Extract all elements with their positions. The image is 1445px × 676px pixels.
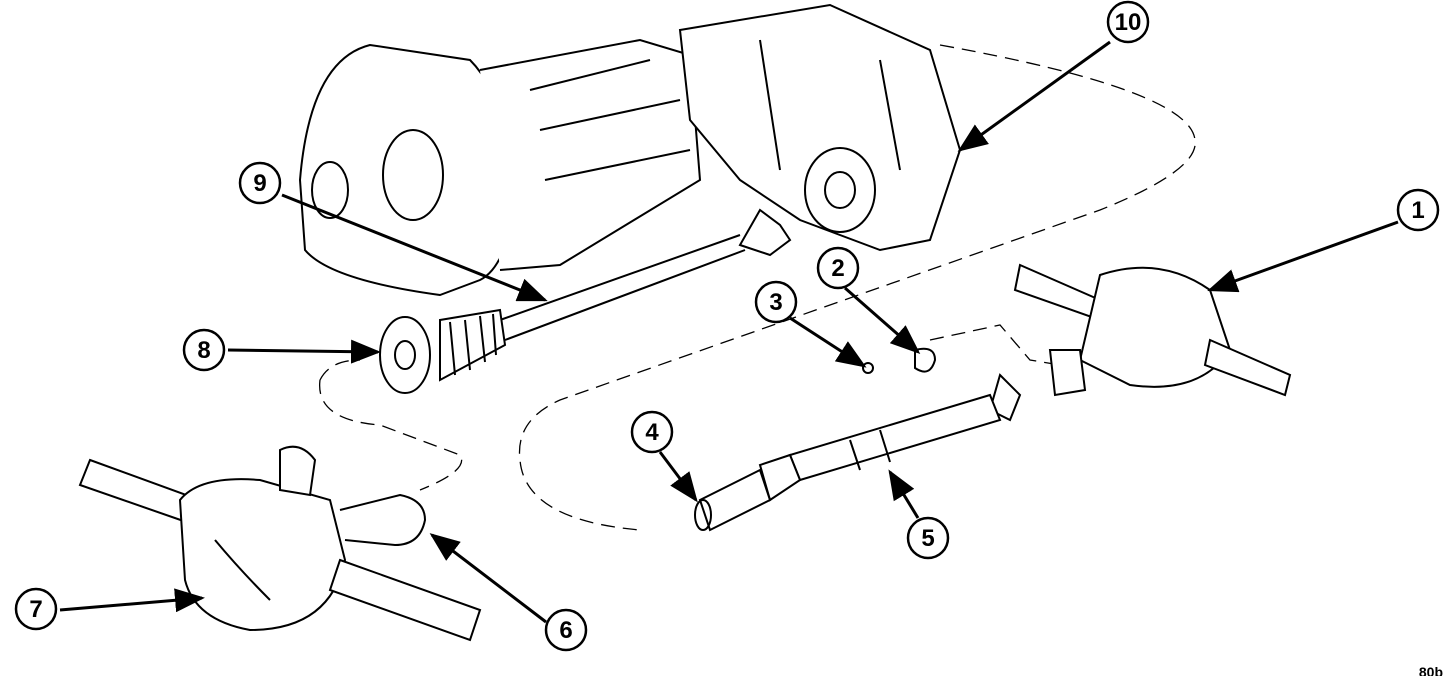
leader-arrow-8 <box>227 339 381 364</box>
front-axle <box>78 445 482 642</box>
leader-arrow-7 <box>59 588 205 613</box>
callout-2: 2 <box>816 246 860 290</box>
bolt-part <box>862 362 874 374</box>
callout-circle <box>14 587 58 631</box>
callout-6: 6 <box>544 608 588 652</box>
callout-4: 4 <box>630 410 674 454</box>
callout-circle <box>238 161 282 205</box>
callout-circle <box>754 280 798 324</box>
vehicle-outline-dashed-2 <box>319 359 463 491</box>
callout-label: 2 <box>831 255 844 282</box>
callout-label: 5 <box>921 525 934 552</box>
callout-8: 8 <box>182 328 226 372</box>
callout-1: 1 <box>1396 188 1440 232</box>
clamp-part <box>914 347 937 373</box>
leader-arrow-2 <box>844 286 921 354</box>
leader-arrow-9 <box>281 193 548 302</box>
callout-label: 10 <box>1115 9 1142 36</box>
callout-label: 8 <box>197 337 210 364</box>
callout-circle <box>1106 0 1150 44</box>
figure-code: 80b <box>1418 664 1443 676</box>
callout-label: 4 <box>645 419 659 446</box>
callout-circle <box>182 328 226 372</box>
leader-arrow-1 <box>1207 220 1399 293</box>
callout-10: 10 <box>1106 0 1150 44</box>
leader-arrow-5 <box>888 469 920 519</box>
callout-circle <box>816 246 860 290</box>
transmission <box>298 38 702 297</box>
vehicle-outline-dashed-3 <box>929 324 1061 366</box>
callout-label: 6 <box>559 617 572 644</box>
callout-label: 1 <box>1411 197 1424 224</box>
front-propeller-shaft <box>379 208 792 394</box>
callout-label: 9 <box>253 170 266 197</box>
callout-circle <box>906 516 950 560</box>
rear-propeller-shaft <box>694 373 1022 532</box>
callout-circle <box>630 410 674 454</box>
callout-label: 7 <box>29 596 42 623</box>
leader-arrow-6 <box>429 533 547 624</box>
callout-circle <box>1396 188 1440 232</box>
vehicle-outline-dashed <box>518 44 1196 531</box>
callout-9: 9 <box>238 161 282 205</box>
leader-arrow-10 <box>957 40 1111 152</box>
callout-label: 3 <box>769 289 782 316</box>
callout-3: 3 <box>754 280 798 324</box>
callout-circle <box>544 608 588 652</box>
transfer-case <box>678 3 962 252</box>
callout-5: 5 <box>906 516 950 560</box>
callout-7: 7 <box>14 587 58 631</box>
leader-arrow-3 <box>789 316 867 368</box>
leader-arrow-4 <box>658 451 698 503</box>
rear-axle <box>1013 263 1292 397</box>
